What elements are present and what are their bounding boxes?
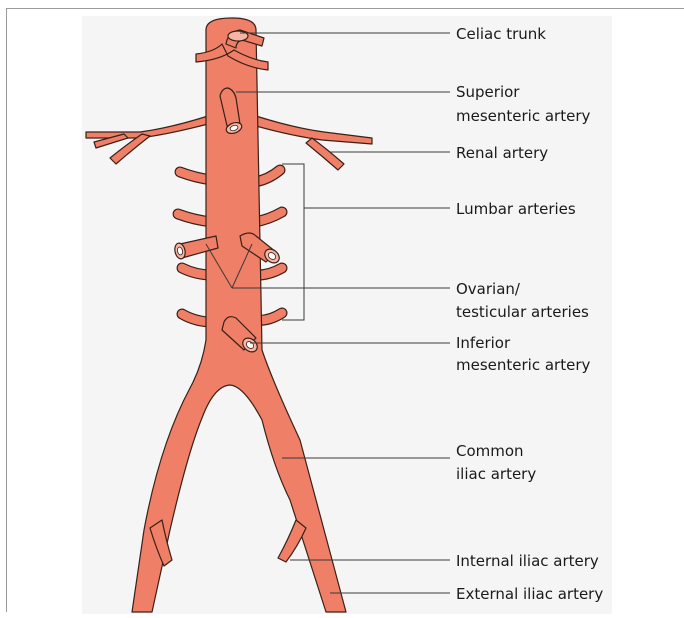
lumbar-bracket [282, 164, 304, 320]
label-superior-mesenteric-line2: mesenteric artery [456, 107, 590, 125]
label-superior-mesenteric-line1: Superior [456, 83, 520, 101]
label-ovarian-line1: Ovarian/ [456, 280, 521, 298]
label-ovarian-line2: testicular arteries [456, 303, 589, 321]
label-inferior-mesenteric-line2: mesenteric artery [456, 356, 590, 374]
label-inferior-mesenteric-line1: Inferior [456, 334, 511, 352]
label-common-iliac-line1: Common [456, 442, 524, 460]
labels: Celiac trunk Superior mesenteric artery … [456, 25, 603, 603]
label-renal-artery: Renal artery [456, 144, 548, 162]
label-external-iliac: External iliac artery [456, 585, 603, 603]
label-lumbar-arteries: Lumbar arteries [456, 200, 576, 218]
label-celiac-trunk: Celiac trunk [456, 25, 546, 43]
internal-iliac-artery-right [278, 520, 306, 562]
abdominal-aorta [132, 18, 346, 612]
renal-artery-right-branch [306, 138, 344, 170]
label-common-iliac-line2: iliac artery [456, 465, 536, 483]
label-internal-iliac: Internal iliac artery [456, 552, 599, 570]
